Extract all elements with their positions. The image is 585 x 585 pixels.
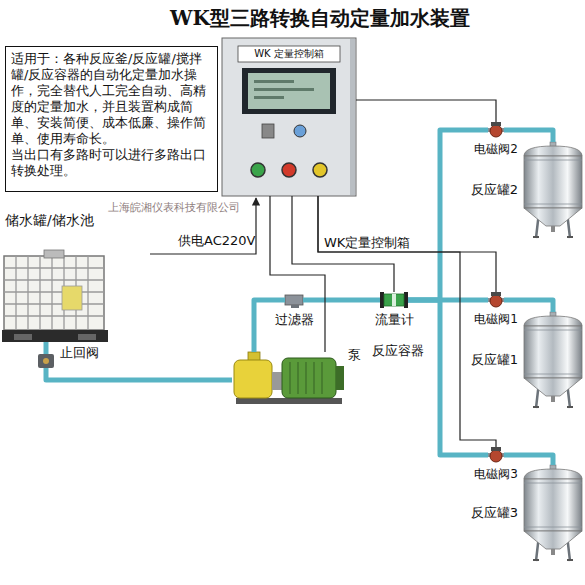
control-cabinet-icon <box>222 38 356 196</box>
solenoid-valve: 电磁阀2 <box>488 122 504 138</box>
flowmeter-icon <box>384 294 404 306</box>
pipe-line <box>46 368 232 380</box>
node-text: 反应罐2 <box>471 183 518 198</box>
storage-tank-icon <box>44 250 64 258</box>
reaction-tank: 反应罐3 <box>524 465 582 561</box>
control-cabinet-icon <box>254 96 284 99</box>
control-wire <box>356 100 496 122</box>
vessel-label: 反应容器 <box>372 344 424 359</box>
filter-icon <box>285 295 303 305</box>
storage-tank-icon <box>2 250 108 342</box>
storage-tank-icon <box>14 334 32 340</box>
note-box: 适用于：各种反应釜/反应罐/搅拌罐/反应容器的自动化定量加水操作，完全替代人工完… <box>5 46 218 192</box>
node-text: 电磁阀1 <box>474 313 518 327</box>
control-wire <box>318 196 496 447</box>
control-cabinet-icon <box>248 73 330 109</box>
pump-icon <box>234 352 344 404</box>
check-valve-icon <box>43 358 49 364</box>
check-valve-icon <box>38 354 54 368</box>
pump-icon <box>234 360 272 398</box>
title: WK型三路转换自动定量加水装置 <box>150 6 490 30</box>
reaction-tank-icon <box>524 312 582 408</box>
node-text: 储水罐/储水池 <box>5 212 94 228</box>
control-cabinet-icon <box>262 124 274 138</box>
pump-icon <box>236 398 342 404</box>
node-text: 电磁阀2 <box>474 143 518 157</box>
storage-tank-icon <box>2 330 108 342</box>
reaction-tank-icon <box>524 142 582 238</box>
pump-icon <box>290 362 322 394</box>
pump: 泵 <box>232 352 344 404</box>
control-cabinet-icon <box>254 88 314 91</box>
cabinet-label: WK定量控制箱 <box>324 236 410 251</box>
flowmeter-icon <box>404 292 408 308</box>
control-cabinet-icon <box>251 163 265 177</box>
node-text: 反应罐1 <box>471 353 518 368</box>
power-label: 供电AC220V <box>178 234 255 249</box>
control-cabinet-icon <box>238 46 340 62</box>
control-cabinet-icon <box>222 38 356 196</box>
control-cabinet-icon <box>350 39 355 195</box>
node-text: 当出口有多路时可以进行多路出口转换处理。 <box>11 147 212 179</box>
pipe-line <box>504 455 553 465</box>
flowmeter-icon <box>380 292 384 308</box>
storage-tank-icon <box>62 286 82 310</box>
storage-tank-icon <box>4 256 104 330</box>
control-cabinet-icon <box>313 163 327 177</box>
pump-icon <box>336 366 344 390</box>
check-valve: 止回阀 <box>38 354 54 368</box>
node-text: 泵 <box>348 348 361 363</box>
pump-icon <box>272 372 282 390</box>
solenoid-valve: 电磁阀1 <box>488 292 504 308</box>
control-cabinet-icon <box>294 125 306 137</box>
node-text: WK 定量控制箱 <box>254 48 324 60</box>
node-text: 电磁阀3 <box>474 468 518 482</box>
control-wire <box>318 196 496 292</box>
solenoid-valve-icon <box>488 292 504 307</box>
pipe-line <box>504 130 553 142</box>
flowmeter-icon <box>380 292 408 308</box>
pipe-line <box>44 342 49 354</box>
reaction-tank: 反应罐2 <box>524 142 582 238</box>
pump-icon <box>282 358 336 398</box>
node-text: 流量计 <box>375 313 414 328</box>
storage-tank-icon <box>4 256 104 330</box>
control-cabinet-icon <box>282 163 296 177</box>
filter: 过滤器 <box>285 292 303 308</box>
node-text: 反应罐3 <box>471 506 518 521</box>
reaction-tank: 反应罐1 <box>524 312 582 408</box>
control-wire <box>270 196 325 352</box>
control-cabinet: WK 定量控制箱 <box>222 38 356 196</box>
watermark: 上海皖湘仪表科技有限公司 <box>108 202 240 215</box>
filter-icon <box>291 305 299 308</box>
node-text: 过滤器 <box>275 313 314 328</box>
pipe-line <box>303 298 380 303</box>
storage-tank: 储水罐/储水池 <box>2 250 108 342</box>
reaction-tank-icon <box>524 465 582 561</box>
storage-tank-icon <box>78 334 96 340</box>
control-cabinet-icon <box>254 80 294 83</box>
flowmeter-icon <box>392 294 396 306</box>
check-valve-icon <box>38 354 54 368</box>
flowmeter: 流量计 <box>380 292 408 308</box>
filter-icon <box>285 295 303 308</box>
control-cabinet-icon <box>242 68 336 114</box>
pipe-line <box>504 300 553 312</box>
node-text: 止回阀 <box>60 346 99 361</box>
solenoid-valve-icon <box>488 122 504 137</box>
node-text: 适用于：各种反应釜/反应罐/搅拌罐/反应容器的自动化定量加水操作，完全替代人工完… <box>11 51 212 147</box>
solenoid-valve-icon <box>488 447 504 462</box>
solenoid-valve: 电磁阀3 <box>488 447 504 463</box>
